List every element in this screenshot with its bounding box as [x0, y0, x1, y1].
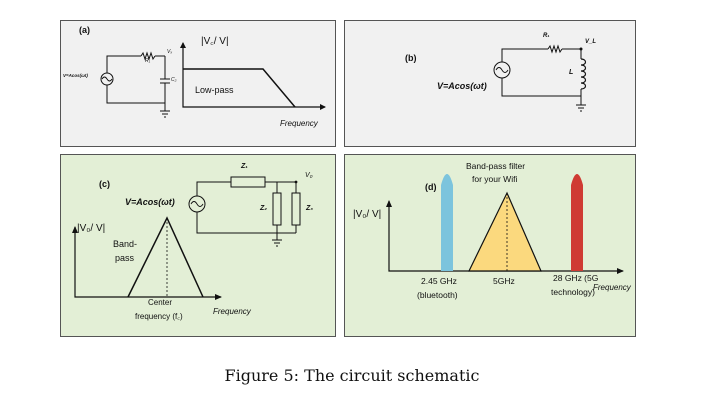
figure-caption: Figure 5: The circuit schematic [224, 366, 480, 385]
panel-d-wifi-freq: 5GHz [493, 276, 515, 286]
panel-a-curve-label: Low-pass [195, 85, 234, 95]
panel-b-rl-circuit: (b) R₁ V_L L V=Acos(ωt) [344, 20, 636, 147]
panel-c-band-label-line2: pass [115, 253, 135, 263]
panel-d-five-g-freq: 28 GHz (5G [553, 273, 599, 283]
panel-c-band-pass: (c) V=Acos(ωt) Z₁ V₀ Z₂ Z₃ |V₀/ V| Band-… [60, 154, 336, 337]
panel-d-x-axis-label: Frequency [593, 283, 631, 292]
panel-a-low-pass: (a) V=Acos(ωt) R₁ Vₓ C₂ |V꜀/ V| Low-pass… [60, 20, 336, 147]
panel-c-z3-label: Z₃ [306, 205, 313, 212]
panel-c-source-label: V=Acos(ωt) [125, 197, 175, 207]
panel-a-capacitor-label: C₂ [171, 77, 177, 83]
panel-a-source-label: V=Acos(ωt) [63, 73, 88, 78]
panel-a-x-axis-label: Frequency [280, 119, 318, 128]
panel-d-title-line1: Band-pass filter [466, 161, 526, 171]
panel-d-title-line2: for your Wifi [472, 174, 518, 184]
panel-c-axis-label: |V₀/ V| [77, 223, 106, 234]
panel-b-output-label: V_L [585, 39, 597, 45]
panel-c-output-label: V₀ [305, 172, 313, 179]
panel-b-source-label: V=Acos(ωt) [437, 81, 487, 91]
panel-c-schematic [72, 176, 301, 300]
panel-c-z1-label: Z₁ [241, 163, 248, 170]
panel-d-axis-label: |V₀/ V| [353, 209, 382, 220]
panel-b-schematic [493, 44, 587, 112]
panel-c-center-label-line2: frequency (f꜀) [135, 312, 183, 321]
panel-d-spectrum-plot [386, 174, 624, 274]
panel-b-inductor-label: L [569, 69, 574, 76]
panel-a-axis-label: |V꜀/ V| [201, 36, 229, 47]
panel-c-x-axis-label: Frequency [213, 307, 251, 316]
panel-d-five-g-label: technology) [551, 287, 595, 297]
panel-a-label: (a) [79, 25, 90, 35]
bluetooth-peak [441, 174, 453, 271]
panel-d-bluetooth-freq: 2.45 GHz [421, 276, 457, 286]
panel-d-label: (d) [425, 182, 437, 192]
panel-d-bluetooth-label: (bluetooth) [417, 290, 458, 300]
panel-c-z2-label: Z₂ [260, 205, 267, 212]
panel-a-resistor-label: R₁ [145, 58, 151, 64]
panel-a-node-label: Vₓ [167, 49, 173, 55]
wifi-band-pass-triangle [468, 191, 542, 272]
panel-c-center-label-line1: Center [148, 298, 173, 307]
panel-c-label: (c) [99, 179, 110, 189]
panel-b-label: (b) [405, 53, 417, 63]
panel-a-schematic [100, 42, 326, 118]
panel-b-resistor-label: R₁ [543, 33, 550, 39]
panel-c-band-label-line1: Band- [113, 239, 138, 249]
five-g-peak [571, 174, 583, 271]
panel-d-wifi-band-pass: (d) Band-pass filter for your Wifi |V₀/ … [344, 154, 636, 337]
